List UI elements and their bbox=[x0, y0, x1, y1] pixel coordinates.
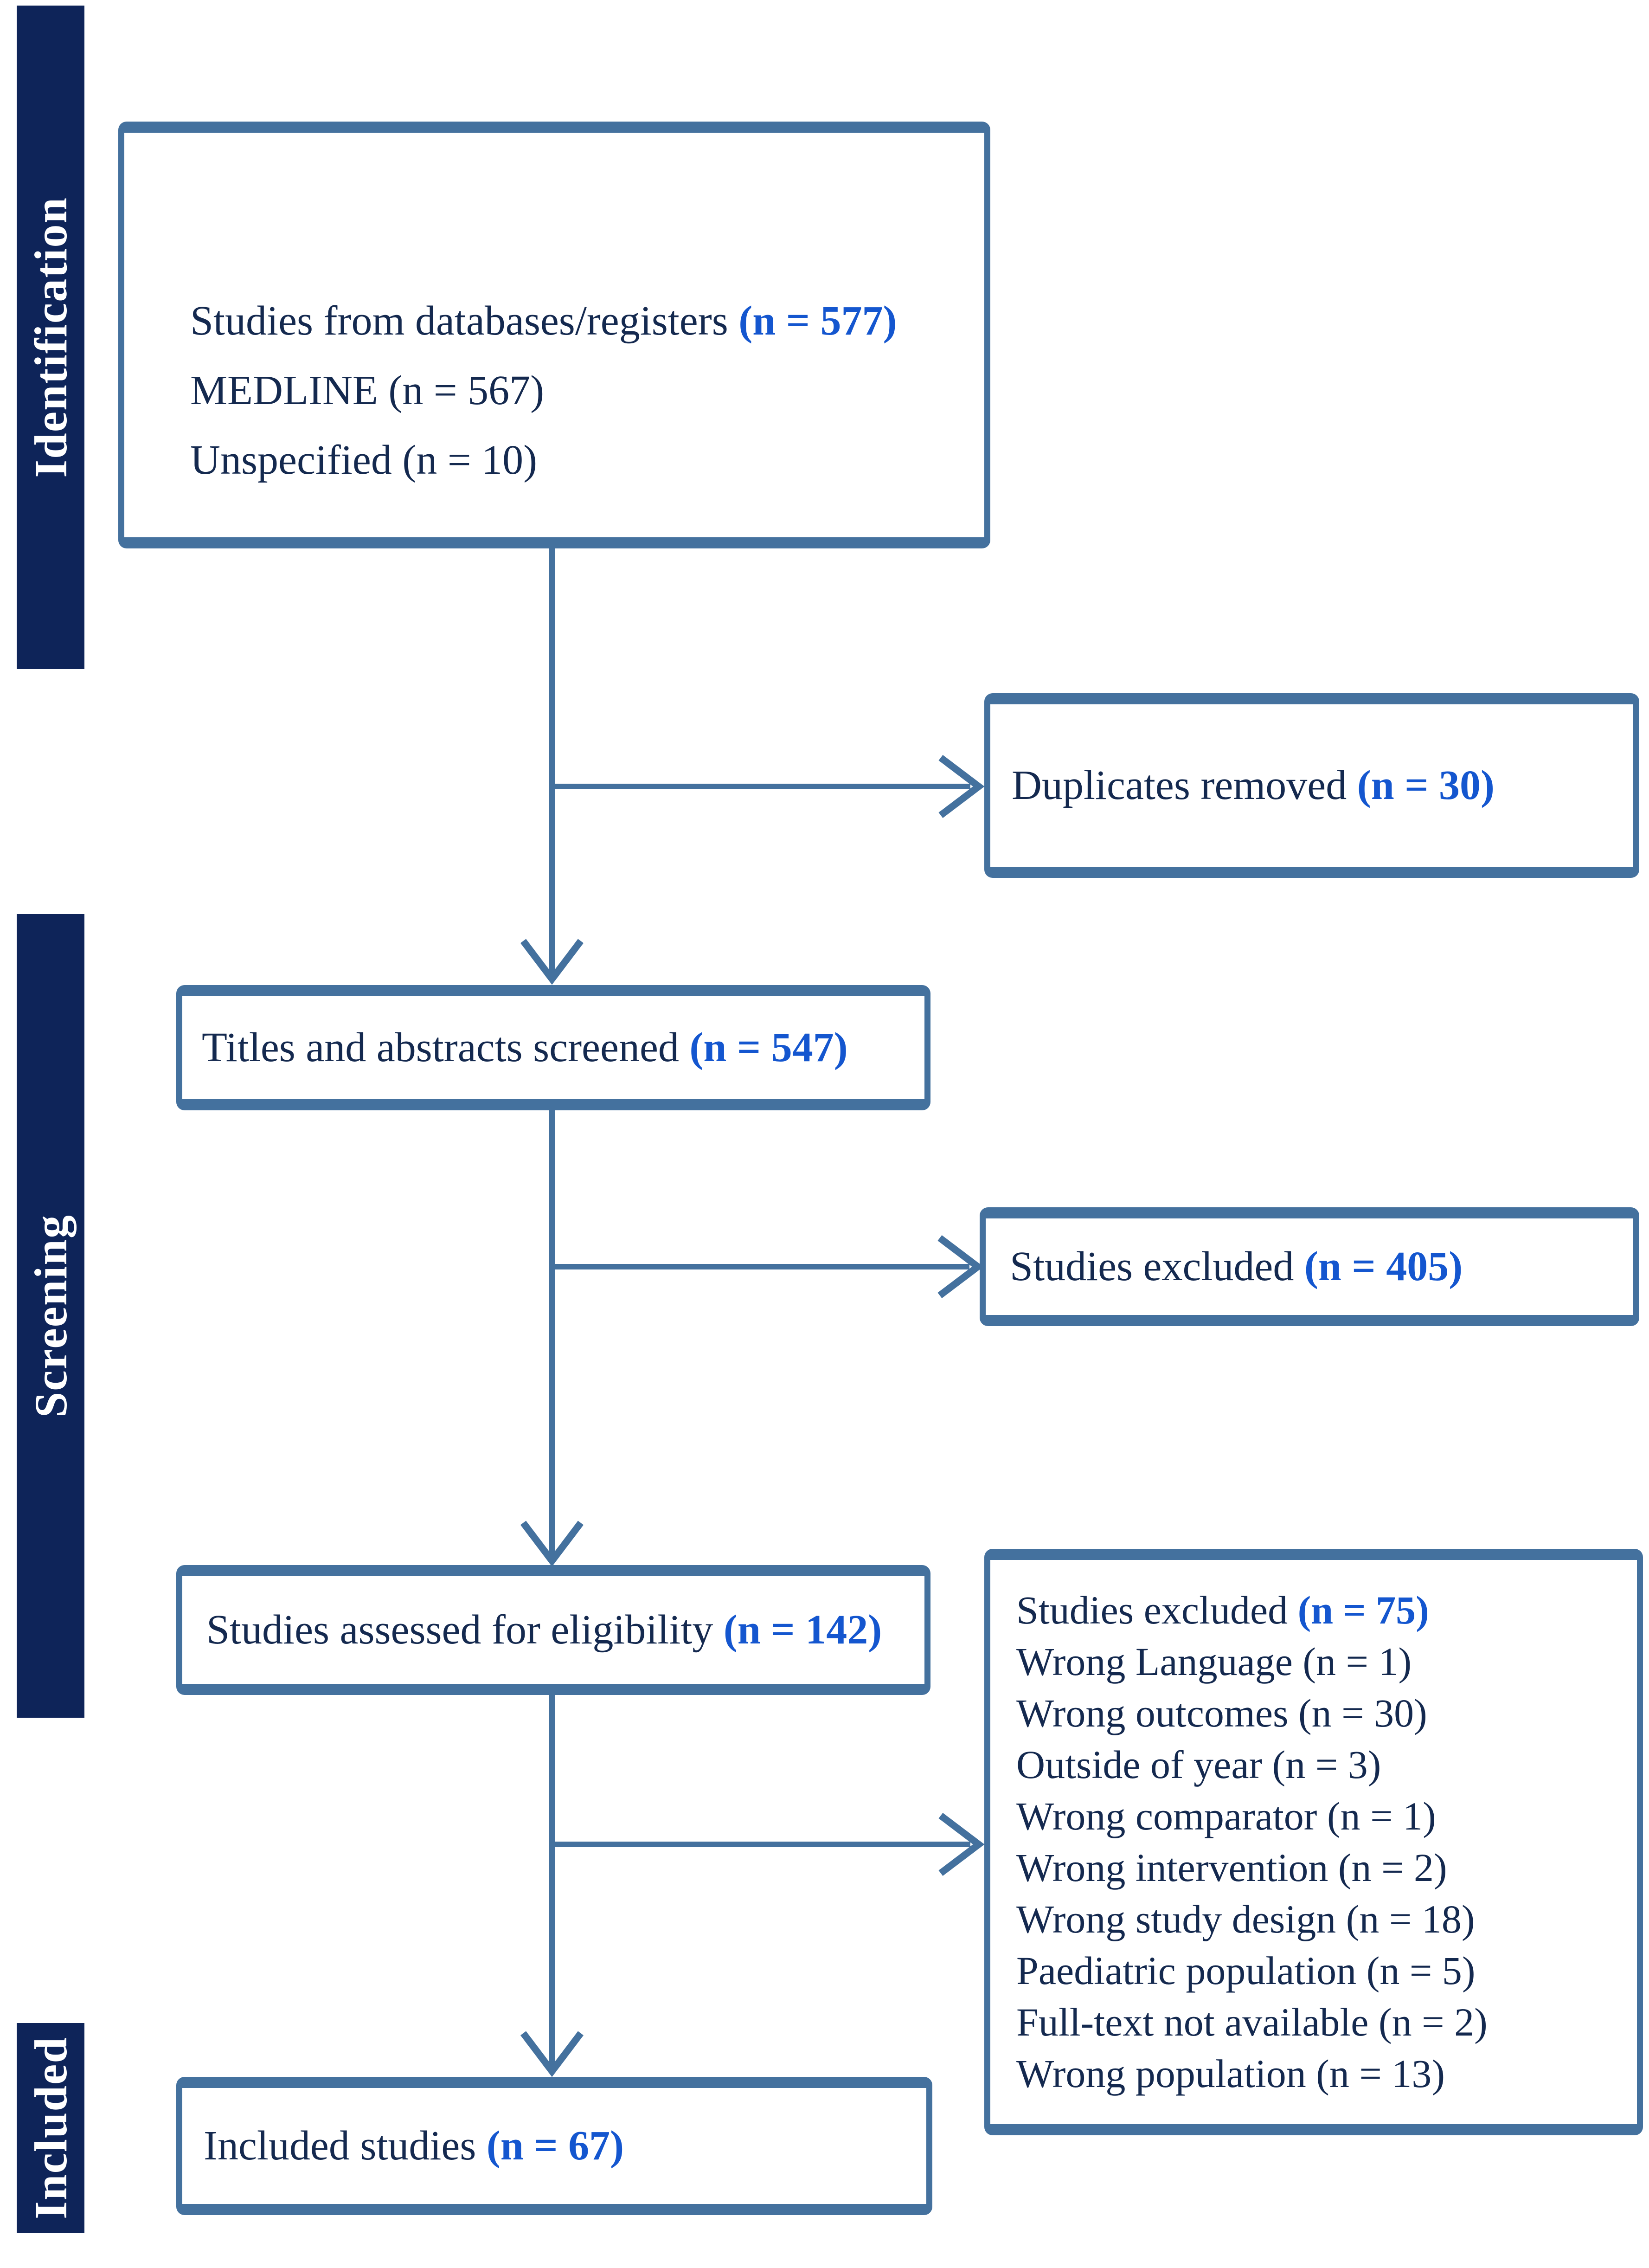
exclusion-reason-count: (n = 18) bbox=[1346, 1897, 1475, 1941]
records-medline-label: MEDLINE bbox=[190, 367, 378, 413]
box-assessed-for-eligibility: Studies assessed for eligibility (n = 14… bbox=[176, 1565, 930, 1695]
arrow-to-duplicates-removed bbox=[552, 755, 985, 818]
box-included-studies: Included studies (n = 67) bbox=[176, 2077, 932, 2215]
assessed-line: Studies assessed for eligibility (n = 14… bbox=[206, 1595, 924, 1665]
exclusion-reason-label: Paediatric population bbox=[1016, 1948, 1357, 1993]
records-medline-line: MEDLINE (n = 567) bbox=[190, 356, 970, 425]
exclusion-reason-line: Outside of year (n = 3) bbox=[1016, 1739, 1637, 1791]
exclusion-reason-label: Wrong outcomes bbox=[1016, 1691, 1289, 1735]
exclusion-reason-count: (n = 2) bbox=[1378, 2000, 1488, 2044]
box-studies-excluded-screening: Studies excluded (n = 405) bbox=[980, 1207, 1639, 1326]
stage-bar-screening: Screening bbox=[17, 914, 84, 1718]
exclusion-reason-count: (n = 2) bbox=[1338, 1845, 1447, 1890]
stage-bar-identification: Identification bbox=[17, 6, 84, 669]
exclusion-reason-line: Paediatric population (n = 5) bbox=[1016, 1945, 1637, 1997]
exclusion-reason-label: Wrong Language bbox=[1016, 1639, 1293, 1684]
duplicates-count: (n = 30) bbox=[1357, 762, 1495, 808]
box-studies-excluded-eligibility: Studies excluded (n = 75) Wrong Language… bbox=[984, 1549, 1643, 2135]
arrow-assessed-to-included bbox=[520, 1694, 584, 2077]
exclusion-reason-line: Wrong study design (n = 18) bbox=[1016, 1894, 1637, 1945]
exclusion-reason-line: Full-text not available (n = 2) bbox=[1016, 1997, 1637, 2048]
records-unspecified-label: Unspecified bbox=[190, 437, 392, 483]
exclusion-reason-count: (n = 30) bbox=[1298, 1691, 1427, 1735]
exclusion-reason-label: Wrong study design bbox=[1016, 1897, 1336, 1941]
duplicates-label: Duplicates removed bbox=[1012, 762, 1347, 808]
exclusion-reason-line: Wrong intervention (n = 2) bbox=[1016, 1842, 1637, 1894]
arrow-screened-to-assessed bbox=[520, 1109, 584, 1567]
exclusion-reason-label: Wrong intervention bbox=[1016, 1845, 1328, 1890]
exclusion-total-label: Studies excluded bbox=[1016, 1588, 1288, 1632]
box-duplicates-removed: Duplicates removed (n = 30) bbox=[984, 693, 1639, 878]
arrow-to-excluded-screening bbox=[552, 1235, 984, 1298]
exclusion-reason-line: Wrong population (n = 13) bbox=[1016, 2048, 1637, 2100]
excluded-screening-count: (n = 405) bbox=[1304, 1244, 1463, 1289]
screened-count: (n = 547) bbox=[689, 1024, 848, 1070]
box-studies-from-databases: Studies from databases/registers (n = 57… bbox=[118, 122, 990, 548]
included-label: Included studies bbox=[204, 2123, 476, 2169]
arrow-records-to-screened bbox=[520, 547, 584, 985]
screened-label: Titles and abstracts screened bbox=[202, 1024, 679, 1070]
records-total-count: (n = 577) bbox=[738, 298, 897, 344]
exclusion-reason-count: (n = 1) bbox=[1303, 1639, 1412, 1684]
records-total-line: Studies from databases/registers (n = 57… bbox=[190, 286, 970, 356]
stage-label-identification: Identification bbox=[25, 197, 77, 478]
exclusion-reason-count: (n = 5) bbox=[1366, 1948, 1476, 1993]
included-count: (n = 67) bbox=[486, 2123, 624, 2169]
stage-label-included: Included bbox=[25, 2036, 77, 2219]
arrow-to-excluded-eligibility bbox=[552, 1813, 985, 1876]
assessed-count: (n = 142) bbox=[723, 1607, 882, 1653]
screened-line: Titles and abstracts screened (n = 547) bbox=[202, 1013, 924, 1082]
records-unspecified-line: Unspecified (n = 10) bbox=[190, 425, 970, 495]
exclusion-total-count: (n = 75) bbox=[1297, 1588, 1429, 1632]
included-line: Included studies (n = 67) bbox=[204, 2111, 926, 2181]
exclusion-reason-line: Wrong Language (n = 1) bbox=[1016, 1636, 1637, 1688]
exclusion-total-line: Studies excluded (n = 75) bbox=[1016, 1585, 1637, 1636]
exclusion-reason-line: Wrong outcomes (n = 30) bbox=[1016, 1688, 1637, 1739]
exclusion-reason-count: (n = 3) bbox=[1272, 1742, 1381, 1787]
records-unspecified-count: (n = 10) bbox=[402, 437, 538, 483]
excluded-screening-label: Studies excluded bbox=[1010, 1244, 1294, 1289]
exclusion-reason-count: (n = 13) bbox=[1316, 2051, 1445, 2096]
exclusion-reason-label: Wrong population bbox=[1016, 2051, 1306, 2096]
records-medline-count: (n = 567) bbox=[388, 367, 545, 413]
assessed-label: Studies assessed for eligibility bbox=[206, 1607, 713, 1653]
exclusion-reason-label: Outside of year bbox=[1016, 1742, 1263, 1787]
excluded-screening-line: Studies excluded (n = 405) bbox=[1010, 1232, 1633, 1302]
exclusion-reason-count: (n = 1) bbox=[1327, 1794, 1436, 1838]
records-total-label: Studies from databases/registers bbox=[190, 298, 728, 344]
stage-label-screening: Screening bbox=[25, 1214, 77, 1418]
exclusion-reason-line: Wrong comparator (n = 1) bbox=[1016, 1791, 1637, 1842]
stage-bar-included: Included bbox=[17, 2023, 84, 2233]
exclusion-reason-label: Wrong comparator bbox=[1016, 1794, 1317, 1838]
exclusion-reason-label: Full-text not available bbox=[1016, 2000, 1369, 2044]
duplicates-line: Duplicates removed (n = 30) bbox=[1012, 751, 1633, 820]
box-titles-abstracts-screened: Titles and abstracts screened (n = 547) bbox=[176, 985, 930, 1110]
